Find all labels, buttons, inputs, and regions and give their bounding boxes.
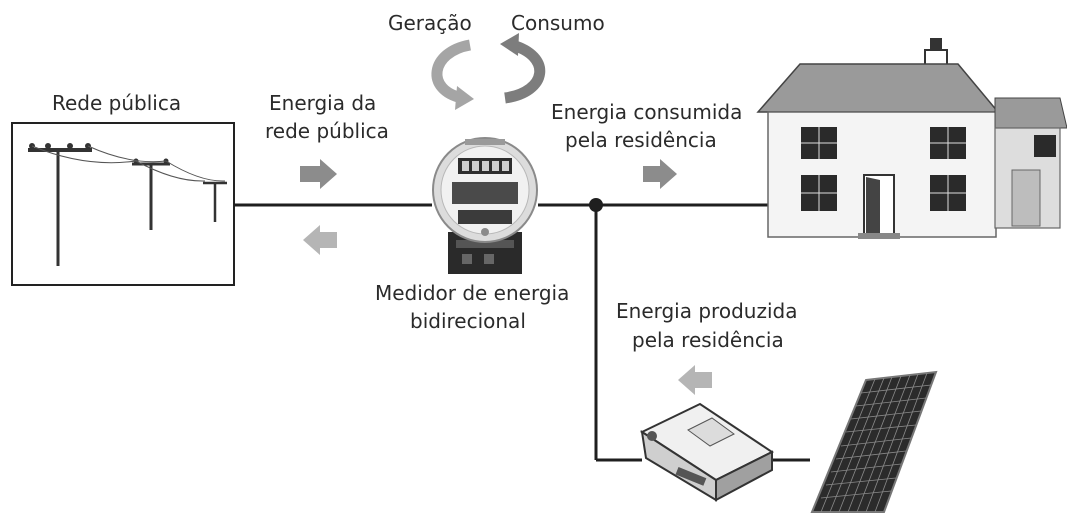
label-rede-publica: Rede pública xyxy=(52,91,182,115)
label-energia-rede-line1: Energia da xyxy=(269,91,377,115)
arrow-meter-to-grid xyxy=(303,225,337,255)
energy-meter-illustration xyxy=(432,137,538,274)
label-consumida-line2: pela residência xyxy=(565,128,717,152)
label-geracao: Geração xyxy=(388,11,472,35)
label-energia-rede-line2: rede pública xyxy=(265,119,389,143)
junction-node xyxy=(589,198,603,212)
arrow-to-house xyxy=(643,159,677,189)
house-illustration xyxy=(756,38,1067,239)
arrow-from-inverter xyxy=(678,365,712,395)
inverter-illustration xyxy=(639,402,774,502)
label-produzida-line1: Energia produzida xyxy=(616,299,798,323)
solar-panel-illustration xyxy=(810,370,938,513)
arrow-grid-to-meter xyxy=(300,159,337,189)
label-medidor-line1: Medidor de energia xyxy=(375,281,570,305)
label-consumida-line1: Energia consumida xyxy=(551,100,743,124)
power-grid-illustration xyxy=(11,122,235,286)
cycle-arrows-icon xyxy=(431,33,546,110)
label-produzida-line2: pela residência xyxy=(632,328,784,352)
connection-lines xyxy=(234,198,810,462)
label-consumo: Consumo xyxy=(511,11,605,35)
label-medidor-line2: bidirecional xyxy=(410,309,526,333)
